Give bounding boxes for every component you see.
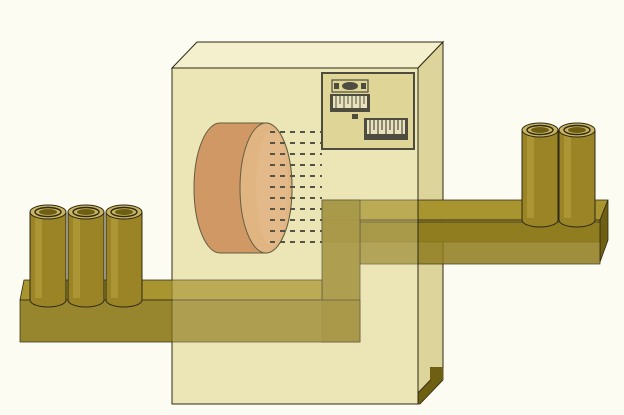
- barcode-meter-icon: [364, 118, 408, 140]
- can-highlight: [527, 136, 534, 218]
- can-body: [521, 129, 559, 228]
- can-lid-center: [531, 127, 549, 133]
- product-can: [105, 204, 143, 308]
- product-cans: [29, 122, 596, 308]
- control-panel: [321, 72, 415, 150]
- can-lid-rim: [110, 206, 138, 218]
- cabinet-front-overlay: [171, 67, 419, 405]
- product-can: [558, 122, 596, 228]
- can-body: [105, 211, 143, 308]
- can-lid-rim: [72, 206, 100, 218]
- can-lid-center: [115, 209, 133, 215]
- can-highlight: [564, 136, 571, 218]
- can-lid-center: [77, 209, 95, 215]
- can-lid-rim: [34, 206, 62, 218]
- can-body: [67, 211, 105, 308]
- can-body: [558, 129, 596, 228]
- can-lid-rim: [563, 124, 591, 136]
- conveyor-lower-face: [19, 299, 361, 343]
- can-highlight: [111, 218, 118, 298]
- can-highlight: [73, 218, 80, 298]
- can-lid-rim: [526, 124, 554, 136]
- radiation-source-icon: [331, 79, 369, 93]
- cabinet-foot-back: [430, 367, 443, 380]
- product-can: [29, 204, 67, 308]
- can-lid-center: [39, 209, 57, 215]
- can-lid-center: [568, 127, 586, 133]
- cabinet-top: [170, 41, 445, 69]
- product-can: [67, 204, 105, 308]
- product-can: [521, 122, 559, 228]
- can-body: [29, 211, 67, 308]
- can-highlight: [35, 218, 42, 298]
- meter-icon: [330, 94, 370, 119]
- radiation-beam: [270, 131, 322, 243]
